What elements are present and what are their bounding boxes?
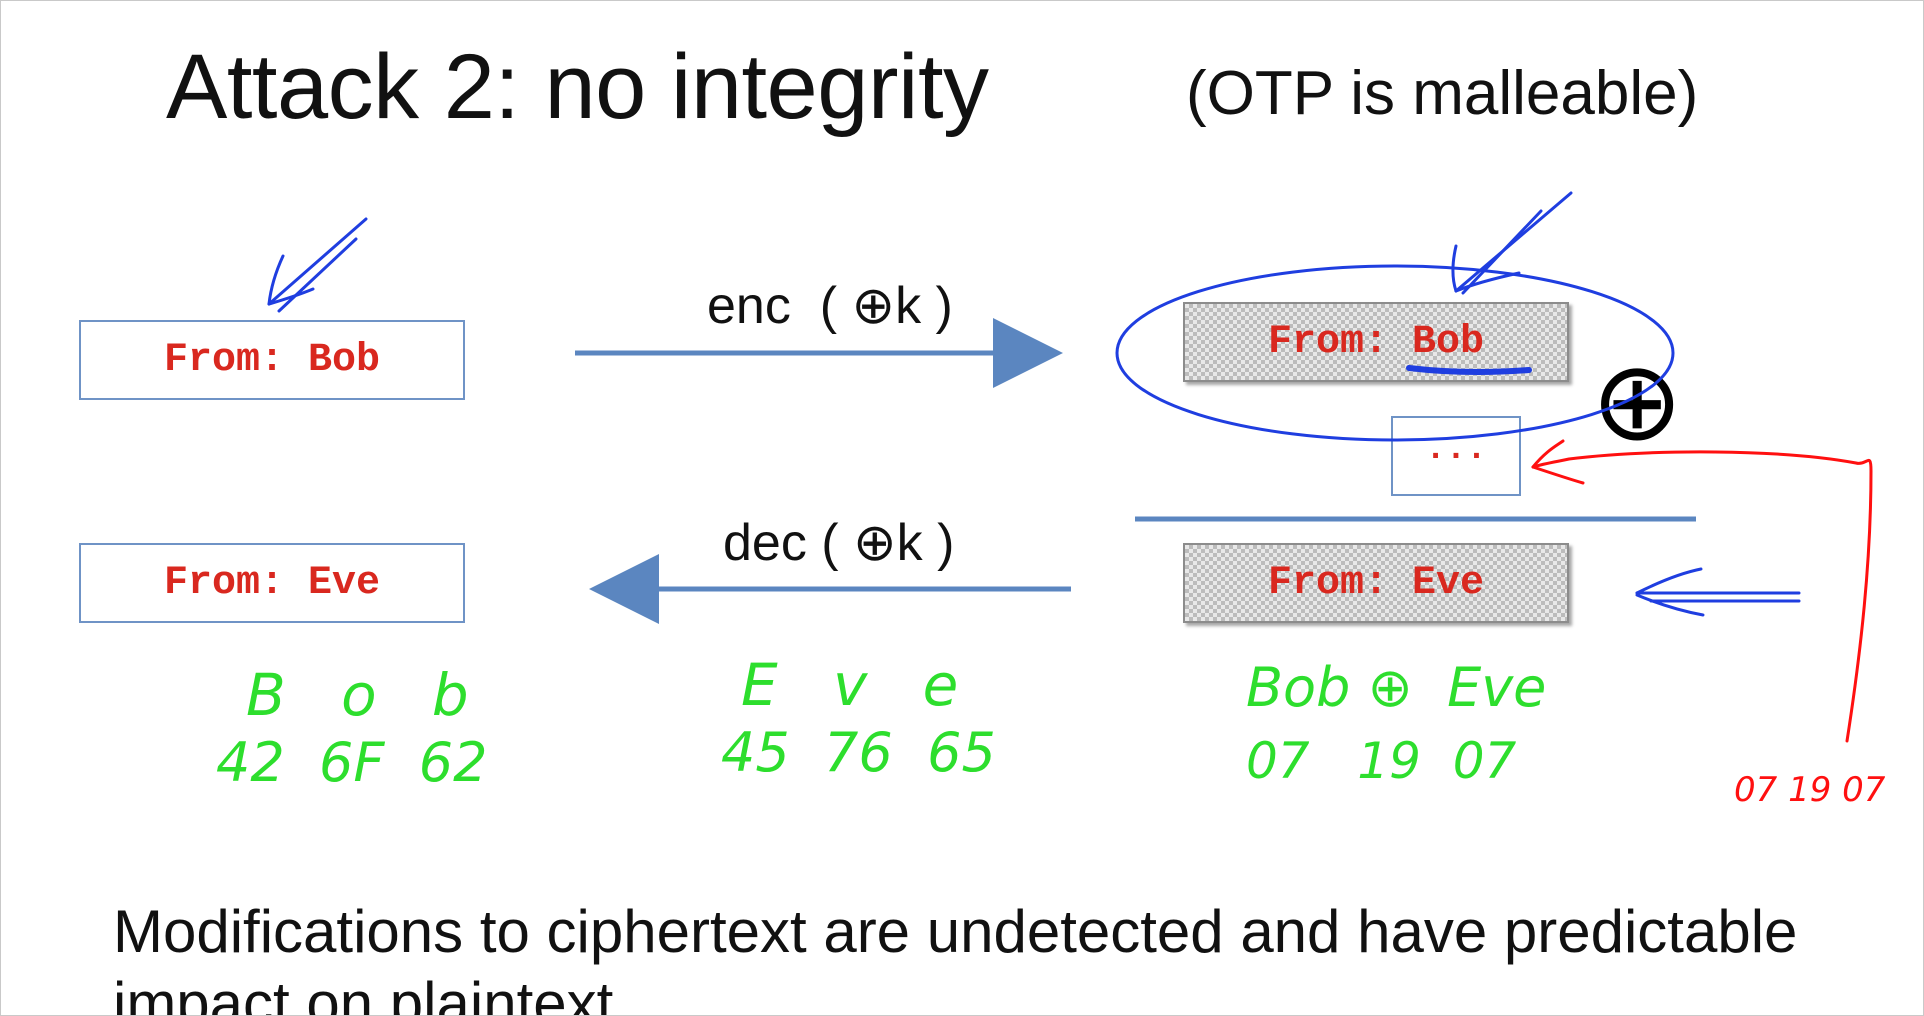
xor-symbol: ⊕ <box>1591 337 1684 465</box>
enc-label: enc ( ⊕k ) <box>707 277 953 335</box>
bob-hex: 42 6F 62 <box>216 731 488 794</box>
blue-pen-arrow-left <box>267 217 368 313</box>
modifier-box: ... <box>1391 416 1521 496</box>
bob-letters: B o b <box>246 661 469 729</box>
xor-hex: 07 19 07 <box>1246 732 1517 790</box>
ciphertext-box-eve: From: Eve <box>1183 543 1569 623</box>
blue-pen-arrow-right <box>1451 191 1573 295</box>
ciphertext-eve-text: From: Eve <box>1267 560 1485 606</box>
red-hex: 07 19 07 <box>1734 770 1886 810</box>
eve-hex: 45 76 65 <box>721 721 996 784</box>
ciphertext-bob-text: From: Bob <box>1267 319 1485 365</box>
modifier-text: ... <box>1425 431 1487 469</box>
body-text: Modifications to ciphertext are undetect… <box>113 898 1798 1016</box>
blue-pen-arrow-eve <box>1635 567 1801 617</box>
red-pen-arrow <box>1531 439 1873 743</box>
dec-label: dec ( ⊕k ) <box>723 514 955 572</box>
ciphertext-box-bob: From: Bob <box>1183 302 1569 382</box>
plaintext-box-bob: From: Bob <box>79 320 465 400</box>
slide-title: Attack 2: no integrity <box>166 36 989 138</box>
plaintext-eve-text: From: Eve <box>163 560 381 606</box>
slide-subtitle: (OTP is malleable) <box>1186 59 1699 128</box>
plaintext-bob-text: From: Bob <box>163 337 381 383</box>
plaintext-box-eve: From: Eve <box>79 543 465 623</box>
eve-letters: E v e <box>741 651 959 719</box>
xor-letters: Bob ⊕ Eve <box>1246 656 1547 719</box>
